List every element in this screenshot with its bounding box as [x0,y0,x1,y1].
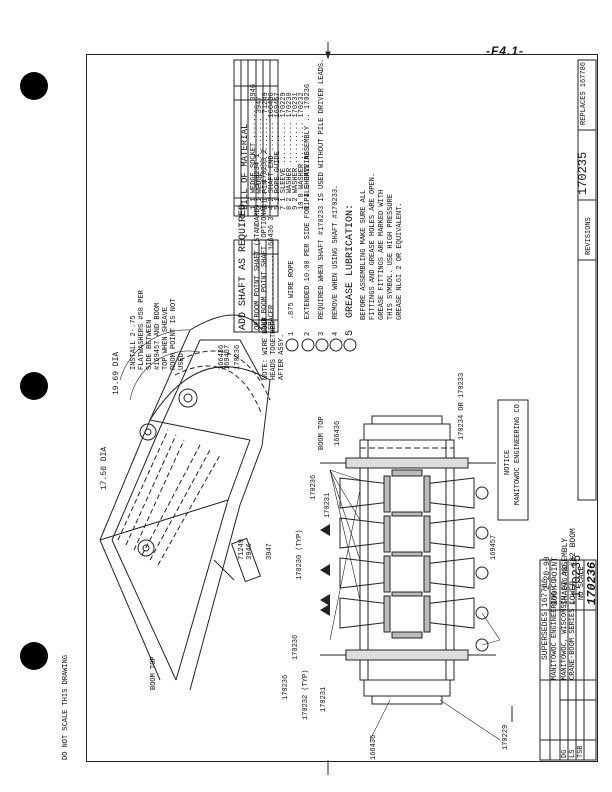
add-shaft-title: ADD SHAFT AS REQUIRED [238,203,249,330]
label-dia-17-50: 17.50 DIA [100,446,109,490]
label-170230: 170230 (TYP) [296,529,304,580]
notice-company: MANITOWOC ENGINEERING CO. [514,399,522,505]
company-city: MANITOWOC, WISCONSIN [561,595,569,680]
note-3: 3 REQUIRED WHEN SHAFT #170233 IS USED WI… [318,58,326,336]
label-169457: 169457 [224,344,232,370]
label-170231-a: 170231 [324,492,332,518]
label-170236-c: 170236 [282,674,290,700]
bom-title: BILL OF MATERIAL [240,123,250,210]
strip-dwg-number: 170235 [576,151,590,195]
notice-title: NOTICE [504,449,512,475]
install-note: INSTALL 2-.75 FLATWASHERS #58 PER SIDE B… [130,290,186,370]
dwg-number: 170235 [570,554,584,598]
label-170231-b: 170231 [320,686,328,712]
label-3946: 3946 [246,543,254,560]
date: 2-20-90 [543,556,552,590]
label-dia-19-69: 19.69 DIA [112,351,121,395]
traced-by: TSB [577,745,585,758]
binder-hole [20,372,48,400]
label-71249: 71249 [238,538,246,560]
drawing-frame [86,54,598,762]
title-line-1: BOOM POINT [551,556,560,605]
label-166436-b: 166436 [370,734,378,760]
grease-text: BEFORE ASSEMBLING MAKE SURE ALL FITTINGS… [360,172,404,320]
label-boom-top-side: BOOM TOP [150,656,158,690]
binder-hole [20,72,48,100]
note-5: 5 GREASE LUBRICATION: [345,203,356,336]
wire-note: NOTE: WIRE BOLT HEADS TOGETHER AFTER ASS… [262,316,286,380]
note-1: 1 .875 WIRE ROPE [288,260,296,336]
label-169457: 169457 [490,534,498,560]
label-170236-a: 170236 [310,474,318,500]
label-3947: 3947 [266,543,274,560]
checked-by: LS [569,749,577,758]
handwritten-number: 170236 [585,561,599,605]
drawn-by: DG [561,749,569,758]
revisions-label: REVISIONS [585,217,593,255]
label-170234: 170234 OR 170233 [458,372,466,440]
label-170236: 170236 [234,344,242,370]
label-170236-b: 170236 [292,634,300,660]
series: CRANE-BOOM SERIES 1 [569,600,577,680]
dwg-label: DWG NO. [562,560,570,590]
supersedes: SUPERSEDES 167786 [541,578,550,660]
label-boom-top-section: BOOM TOP [318,416,326,450]
note-2: 2 EXTENDED 10.00 PER SIDE FOR PILE DRIVI… [304,146,312,336]
label-170229: 170229 [502,724,510,750]
replaces: REPLACES 167786 [580,61,588,125]
note-4: 4 REMOVE WHEN USING SHAFT #170233. [332,184,340,336]
footer-notice: DO NOT SCALE THIS DRAWING [62,654,70,760]
label-166436-a: 166436 [334,420,342,446]
binder-hole [20,642,48,670]
label-170232: 170232 (TYP) [302,669,310,720]
